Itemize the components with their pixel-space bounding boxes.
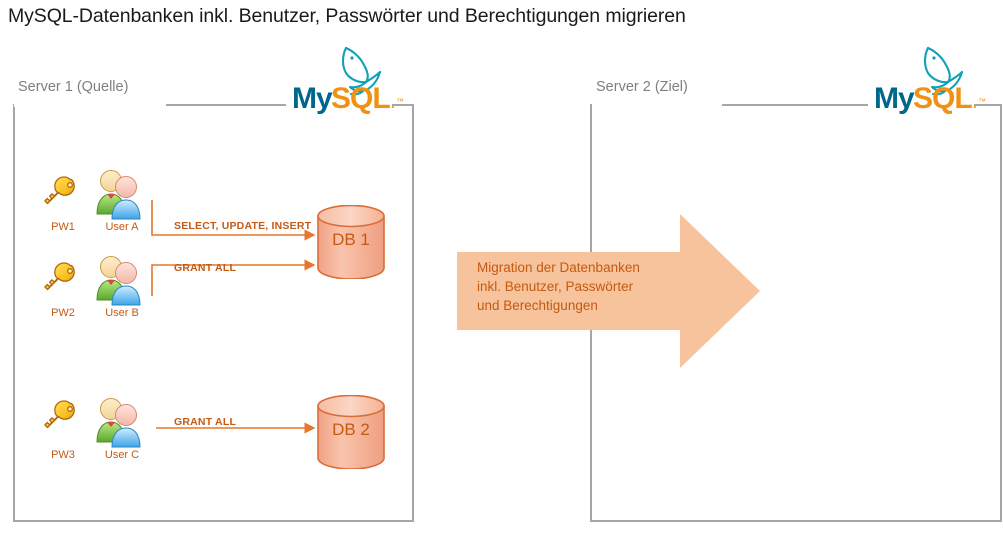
block-arrow-right-icon [457, 214, 760, 368]
permission-label-user-a: SELECT, UPDATE, INSERT [174, 220, 312, 232]
users-icon [96, 398, 141, 448]
svg-text:.: . [391, 96, 395, 111]
key-label-pw3: PW3 [51, 449, 75, 461]
svg-text:SQL: SQL [331, 82, 390, 114]
svg-text:My: My [292, 82, 333, 114]
key-label-pw2: PW2 [51, 307, 75, 319]
key-label-pw1: PW1 [51, 221, 75, 233]
database-cylinder-icon [317, 395, 385, 469]
key-icon [44, 400, 75, 429]
database-cylinder-icon [317, 205, 385, 279]
page-title: MySQL-Datenbanken inkl. Benutzer, Passwö… [8, 5, 686, 27]
permission-label-user-b: GRANT ALL [174, 262, 237, 274]
users-icon [96, 256, 141, 306]
key-icon [44, 262, 75, 291]
migration-line-2: inkl. Benutzer, Passwörter [477, 279, 634, 294]
server-1-label-mask [14, 101, 166, 107]
svg-text:My: My [874, 82, 915, 114]
mysql-dolphin-icon: My SQL . ™ [874, 46, 986, 114]
svg-text:™: ™ [978, 97, 986, 106]
permission-connector-user-b [151, 259, 316, 296]
server-1-label: Server 1 (Quelle) [14, 79, 133, 95]
permission-connector-user-a [151, 200, 316, 241]
server-2-label: Server 2 (Ziel) [592, 79, 692, 95]
server-1-container [13, 104, 414, 522]
user-label-b: User B [105, 307, 139, 319]
migration-line-3: und Berechtigungen [477, 298, 598, 313]
key-icon [44, 176, 75, 205]
users-icon [96, 170, 141, 220]
user-label-a: User A [105, 221, 139, 233]
server-2-label-mask [592, 101, 722, 107]
svg-text:SQL: SQL [913, 82, 972, 114]
permission-label-user-c: GRANT ALL [174, 416, 237, 428]
server-1-logo-mask [286, 101, 392, 107]
user-label-c: User C [104, 449, 140, 461]
migration-arrow-text: Migration der Datenbanken inkl. Benutzer… [477, 258, 692, 315]
mysql-dolphin-icon: My SQL . ™ [292, 46, 404, 114]
permission-connector-user-c [156, 422, 316, 434]
migration-line-1: Migration der Datenbanken [477, 260, 640, 275]
server-2-logo-mask [868, 101, 974, 107]
svg-text:™: ™ [396, 97, 404, 106]
svg-text:.: . [973, 96, 977, 111]
